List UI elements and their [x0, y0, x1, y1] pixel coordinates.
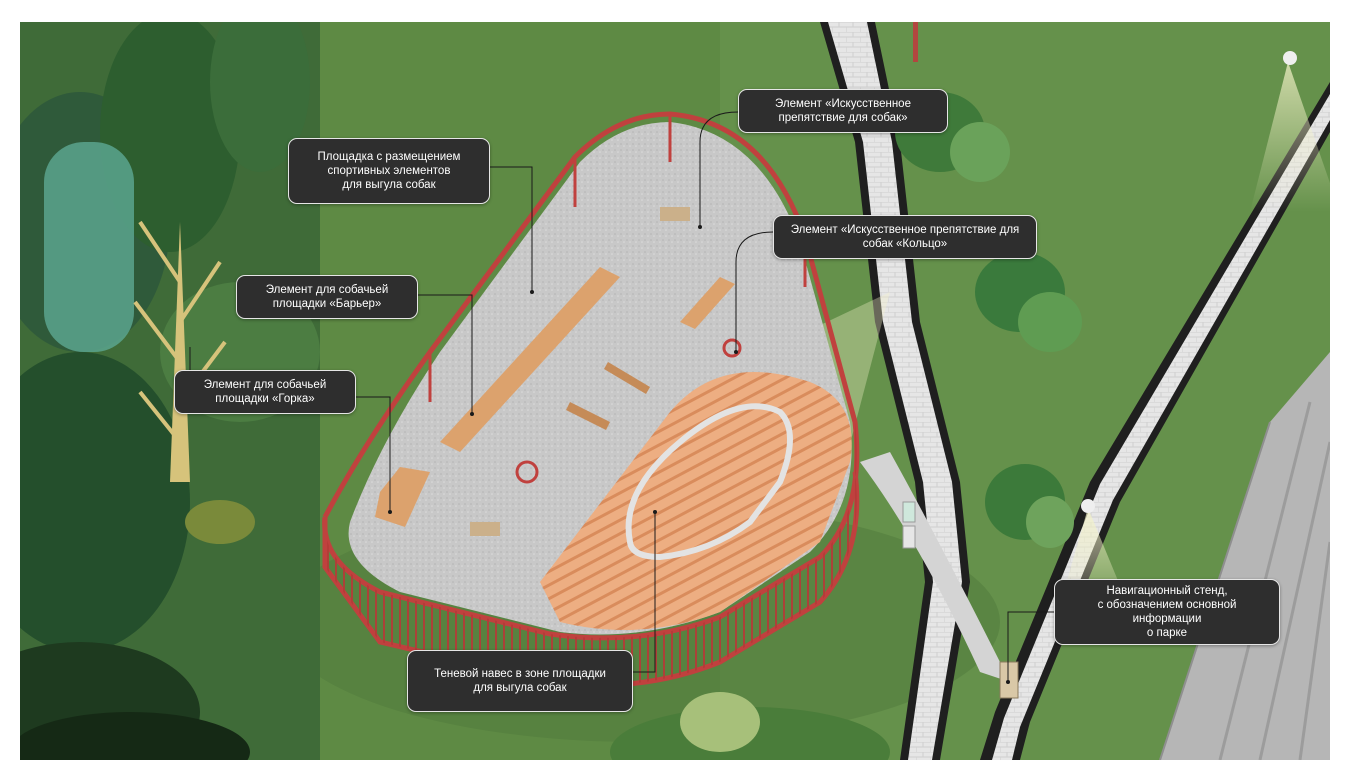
- bins: [902, 525, 916, 549]
- callout-line: площадки «Горка»: [215, 393, 315, 405]
- callout-line: Элемент для собачьей: [265, 284, 389, 296]
- callout-line: Теневой навес в зоне площадки: [434, 668, 606, 680]
- callout-stand: Навигационный стенд, с обозначением осно…: [1054, 579, 1280, 645]
- dog-playground: [322, 111, 860, 688]
- callout-ring: Элемент «Искусственное препятствие для с…: [773, 215, 1037, 259]
- callout-canopy: Теневой навес в зоне площадки для выгула…: [407, 650, 633, 712]
- callout-line: для выгула собак: [342, 179, 436, 191]
- callout-line: Навигационный стенд,: [1106, 585, 1228, 597]
- callout-line: о парке: [1146, 627, 1188, 639]
- navigation-stand: [999, 661, 1019, 699]
- callout-barrier: Элемент для собачьей площадки «Барьер»: [236, 275, 418, 319]
- callout-line: собак «Кольцо»: [862, 238, 948, 250]
- park-illustration: Площадка с размещением спортивных элемен…: [20, 22, 1330, 760]
- callout-sports-area: Площадка с размещением спортивных элемен…: [288, 138, 490, 204]
- callout-line: для выгула собак: [473, 682, 567, 694]
- callout-line: площадки «Барьер»: [272, 298, 382, 310]
- callout-slide: Элемент для собачьей площадки «Горка»: [174, 370, 356, 414]
- callout-obstacle: Элемент «Искусственное препятствие для с…: [738, 89, 948, 133]
- callout-line: спортивных элементов: [327, 165, 451, 177]
- lamp-light: [1250, 62, 1330, 212]
- callout-line: Элемент «Искусственное препятствие для: [790, 224, 1020, 236]
- callout-line: Элемент «Искусственное: [775, 98, 911, 110]
- callout-line: Площадка с размещением: [317, 151, 461, 163]
- callout-line: Элемент для собачьей: [203, 379, 327, 391]
- callout-line: препятствие для собак»: [778, 112, 908, 124]
- callout-line: с обозначением основной информации: [1097, 599, 1237, 625]
